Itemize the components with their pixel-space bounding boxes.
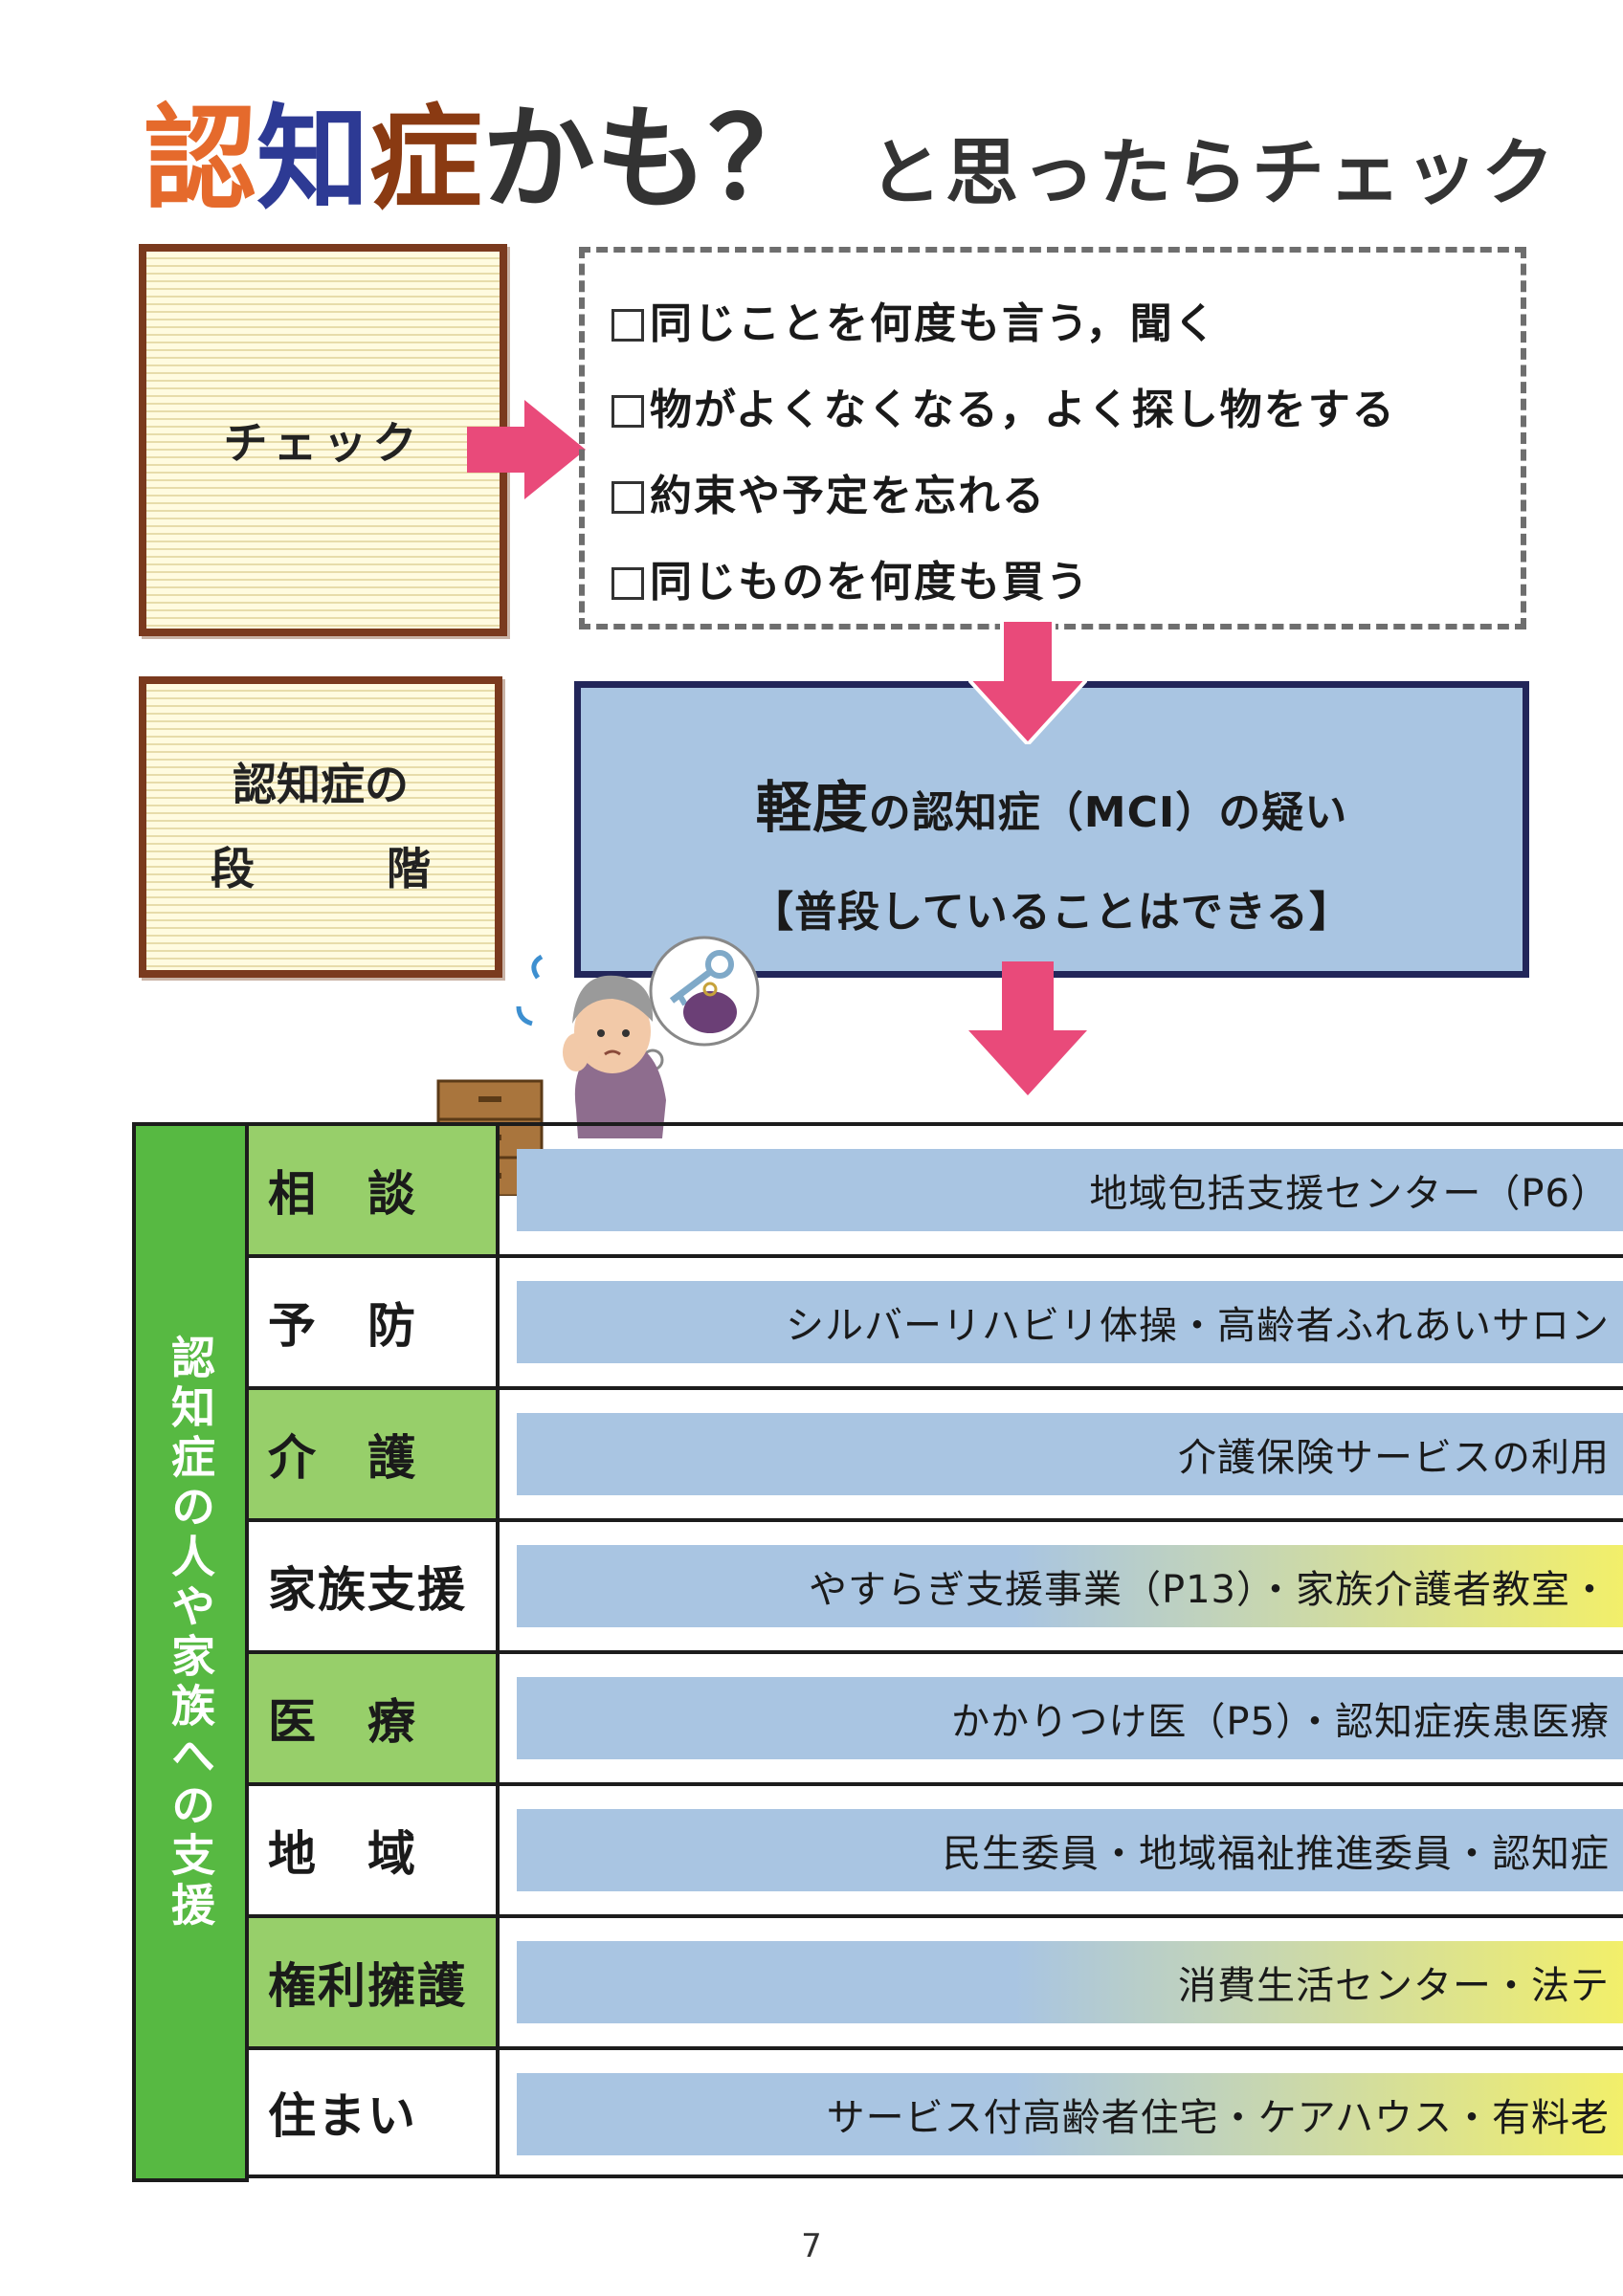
title-char-1: 認 <box>144 93 257 225</box>
arrow-down-icon <box>968 620 1087 744</box>
stage-severity: 軽度 <box>755 775 869 840</box>
stage-label-box: 認知症の 段 階 <box>139 676 502 978</box>
table-row: 医 療 かかりつけ医（P5）・認知症疾患医療 <box>249 1650 1623 1782</box>
checklist-item: 物がよくなくなる，よく探し物をする <box>611 367 1521 453</box>
table-row: 地 域 民生委員・地域福祉推進委員・認知症 <box>249 1782 1623 1914</box>
checklist-box: 同じことを何度も言う，聞く 物がよくなくなる，よく探し物をする 約束や予定を忘れ… <box>579 247 1526 629</box>
check-label-box: チェック <box>139 244 507 636</box>
title-char-3: 症 <box>369 93 483 225</box>
row-content: 地域包括支援センター（P6） <box>517 1149 1623 1231</box>
row-content: 消費生活センター・法テ <box>517 1941 1623 2023</box>
checkbox-icon[interactable] <box>611 395 644 428</box>
checklist-item: 同じことを何度も言う，聞く <box>611 281 1521 367</box>
table-row: 住まい サービス付高齢者住宅・ケアハウス・有料老 <box>249 2046 1623 2178</box>
table-row: 予 防 シルバーリハビリ体操・高齢者ふれあいサロン <box>249 1254 1623 1386</box>
row-label: 地 域 <box>249 1786 500 1914</box>
row-label: 権利擁護 <box>249 1918 500 2046</box>
row-content: やすらぎ支援事業（P13）・家族介護者教室・ <box>517 1545 1623 1627</box>
arrow-right-icon <box>467 400 586 499</box>
row-label: 介 護 <box>249 1390 500 1518</box>
row-content: 介護保険サービスの利用 <box>517 1413 1623 1495</box>
stage-label-line2: 段 階 <box>211 828 431 911</box>
row-label: 相 談 <box>249 1126 500 1254</box>
stage-line2: 【普段していることはできる】 <box>751 888 1352 937</box>
stage-line1: 軽度の認知症（MCI）の疑い <box>581 762 1523 843</box>
title-subtitle: と思ったらチェック <box>869 130 1559 215</box>
checklist-item-text: 同じことを何度も言う，聞く <box>650 299 1218 348</box>
support-side-title: 認知症の人や家族への支援 <box>132 1122 249 2182</box>
title-question: かも？ <box>482 93 822 225</box>
checkbox-icon[interactable] <box>611 481 644 514</box>
title-char-2: 知 <box>256 93 370 225</box>
checklist-item-text: 同じものを何度も買う <box>650 558 1090 607</box>
arrow-down-icon <box>968 961 1087 1095</box>
stage-label-char-1: 段 <box>211 842 255 894</box>
row-label: 予 防 <box>249 1258 500 1386</box>
table-row: 家族支援 やすらぎ支援事業（P13）・家族介護者教室・ <box>249 1518 1623 1650</box>
checkbox-icon[interactable] <box>611 567 644 600</box>
page-number: 7 <box>801 2227 822 2265</box>
table-row: 権利擁護 消費生活センター・法テ <box>249 1914 1623 2046</box>
table-row: 相 談 地域包括支援センター（P6） <box>249 1122 1623 1254</box>
stage-label-line1: 認知症の <box>233 759 409 811</box>
table-row: 介 護 介護保険サービスの利用 <box>249 1386 1623 1518</box>
checklist-item-text: 約束や予定を忘れる <box>650 472 1046 520</box>
support-side-title-text: 認知症の人や家族への支援 <box>165 1335 216 1932</box>
row-label: 医 療 <box>249 1654 500 1782</box>
page-title: 認知症かも？ と思ったらチェック <box>144 67 1558 225</box>
support-table: 認知症の人や家族への支援 相 談 地域包括支援センター（P6） 予 防 シルバー… <box>132 1122 1623 2182</box>
check-label-text: チェック <box>223 417 423 469</box>
checklist-item-text: 物がよくなくなる，よく探し物をする <box>650 386 1396 434</box>
row-label: 家族支援 <box>249 1522 500 1650</box>
row-content: サービス付高齢者住宅・ケアハウス・有料老 <box>517 2073 1623 2155</box>
row-content: 民生委員・地域福祉推進委員・認知症 <box>517 1809 1623 1891</box>
checklist-item: 同じものを何度も買う <box>611 540 1521 626</box>
stage-label-char-2: 階 <box>387 842 431 894</box>
row-content: シルバーリハビリ体操・高齢者ふれあいサロン <box>517 1281 1623 1363</box>
stage-description: の認知症（MCI）の疑い <box>868 788 1348 837</box>
row-label: 住まい <box>249 2050 500 2175</box>
row-content: かかりつけ医（P5）・認知症疾患医療 <box>517 1677 1623 1759</box>
checkbox-icon[interactable] <box>611 309 644 342</box>
checklist-item: 約束や予定を忘れる <box>611 453 1521 540</box>
